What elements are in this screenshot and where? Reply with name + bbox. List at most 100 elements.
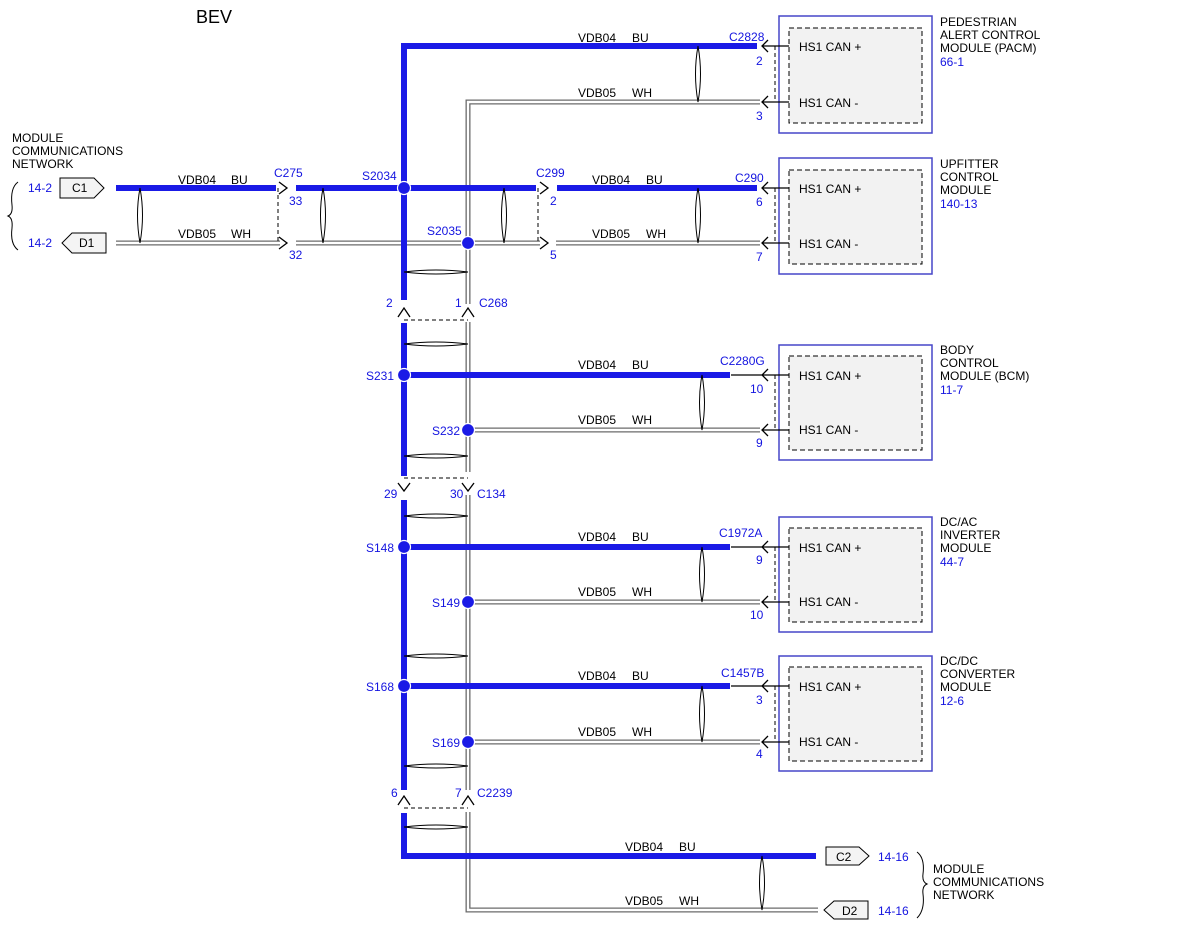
splice-s168 [396, 678, 412, 694]
svg-text:DC/DC: DC/DC [940, 654, 978, 668]
svg-text:3: 3 [756, 109, 763, 123]
bottom-d2-tag [823, 900, 869, 920]
svg-text:MODULE: MODULE [940, 541, 991, 555]
svg-text:HS1 CAN +: HS1 CAN + [799, 541, 861, 555]
svg-text:VDB04: VDB04 [625, 840, 663, 854]
svg-text:WH: WH [231, 227, 251, 241]
svg-text:CONTROL: CONTROL [940, 356, 999, 370]
svg-text:INVERTER: INVERTER [940, 528, 1001, 542]
svg-text:CONVERTER: CONVERTER [940, 667, 1015, 681]
bottom-d2-tag-label: D2 [842, 904, 858, 918]
svg-text:PEDESTRIAN: PEDESTRIAN [940, 15, 1017, 29]
svg-text:VDB05: VDB05 [578, 86, 616, 100]
svg-text:7: 7 [756, 250, 763, 264]
svg-text:C1457B: C1457B [721, 666, 764, 680]
svg-text:WH: WH [679, 894, 699, 908]
svg-text:UPFITTER: UPFITTER [940, 157, 999, 171]
svg-text:9: 9 [756, 436, 763, 450]
left-c1-tag [59, 177, 105, 199]
connector-labels: C275 33 32 C299 2 5 2 1 C268 29 30 C134 … [274, 166, 565, 800]
svg-text:C299: C299 [536, 166, 565, 180]
splice-label-s2034: S2034 [362, 169, 397, 183]
splice-s149 [460, 594, 476, 610]
svg-text:C2280G: C2280G [720, 354, 765, 368]
module-dcac: HS1 CAN + HS1 CAN - C1972A 9 10 DC/AC IN… [719, 515, 1001, 633]
svg-text:3: 3 [756, 693, 763, 707]
svg-text:C1972A: C1972A [719, 526, 762, 540]
bottom-network-label-2: COMMUNICATIONS [933, 875, 1044, 889]
left-network-label-2: COMMUNICATIONS [12, 144, 123, 158]
splice-s2035 [460, 235, 476, 251]
svg-text:66-1: 66-1 [940, 55, 964, 69]
left-c1-ref: 14-2 [28, 181, 52, 195]
splice-label-s2035: S2035 [427, 224, 462, 238]
bottom-c2-tag-label: C2 [836, 850, 852, 864]
splice-s231 [396, 367, 412, 383]
splice-s2034 [396, 180, 412, 196]
splice-label-s148: S148 [366, 541, 394, 555]
svg-text:VDB05: VDB05 [578, 585, 616, 599]
svg-text:2: 2 [756, 54, 763, 68]
svg-text:C290: C290 [735, 171, 764, 185]
svg-text:4: 4 [756, 747, 763, 761]
svg-text:32: 32 [289, 248, 303, 262]
left-network-label-3: NETWORK [12, 157, 73, 171]
svg-text:WH: WH [646, 227, 666, 241]
svg-text:C2239: C2239 [477, 786, 513, 800]
svg-text:9: 9 [756, 553, 763, 567]
svg-text:ALERT CONTROL: ALERT CONTROL [940, 28, 1041, 42]
svg-text:VDB05: VDB05 [578, 413, 616, 427]
inline-connectors [277, 181, 550, 809]
svg-text:VDB04: VDB04 [178, 173, 216, 187]
svg-text:2: 2 [386, 296, 393, 310]
bottom-c2-tag [825, 846, 870, 866]
splice-s232 [460, 422, 476, 438]
left-c1-tag-label: C1 [72, 181, 88, 195]
svg-text:WH: WH [632, 413, 652, 427]
svg-text:BU: BU [632, 358, 649, 372]
splice-label-s231: S231 [366, 369, 394, 383]
splice-label-s169: S169 [432, 736, 460, 750]
svg-text:12-6: 12-6 [940, 694, 964, 708]
svg-text:HS1 CAN -: HS1 CAN - [799, 735, 858, 749]
svg-text:44-7: 44-7 [940, 555, 964, 569]
svg-text:BODY: BODY [940, 343, 974, 357]
left-d1-ref: 14-2 [28, 236, 52, 250]
svg-text:33: 33 [289, 194, 303, 208]
svg-text:MODULE (PACM): MODULE (PACM) [940, 41, 1036, 55]
svg-text:7: 7 [455, 786, 462, 800]
svg-text:C2828: C2828 [729, 30, 765, 44]
svg-text:VDB04: VDB04 [578, 530, 616, 544]
svg-text:WH: WH [632, 86, 652, 100]
svg-text:HS1 CAN -: HS1 CAN - [799, 423, 858, 437]
bottom-c2-ref: 14-16 [878, 850, 909, 864]
svg-text:VDB05: VDB05 [592, 227, 630, 241]
bottom-d2-ref: 14-16 [878, 904, 909, 918]
wh-wires [116, 99, 818, 913]
splice-s148 [396, 539, 412, 555]
svg-text:BU: BU [646, 173, 663, 187]
svg-text:VDB04: VDB04 [578, 31, 616, 45]
svg-text:HS1 CAN -: HS1 CAN - [799, 595, 858, 609]
svg-text:VDB05: VDB05 [625, 894, 663, 908]
svg-text:BU: BU [632, 669, 649, 683]
svg-text:30: 30 [450, 487, 464, 501]
splice-label-s168: S168 [366, 680, 394, 694]
bottom-network: C2 D2 14-16 14-16 MODULE COMMUNICATIONS … [823, 846, 1044, 920]
svg-text:WH: WH [632, 585, 652, 599]
svg-text:2: 2 [550, 194, 557, 208]
left-network-label-1: MODULE [12, 131, 63, 145]
splice-s169 [460, 734, 476, 750]
svg-text:29: 29 [384, 487, 398, 501]
svg-text:11-7: 11-7 [940, 383, 963, 397]
svg-text:VDB04: VDB04 [578, 358, 616, 372]
bottom-network-label-3: NETWORK [933, 888, 994, 902]
svg-text:MODULE: MODULE [940, 183, 991, 197]
bu-wires [116, 43, 816, 859]
svg-text:VDB04: VDB04 [578, 669, 616, 683]
module-dcdc: HS1 CAN + HS1 CAN - C1457B 3 4 DC/DC CON… [721, 654, 1015, 772]
svg-text:MODULE (BCM): MODULE (BCM) [940, 369, 1029, 383]
svg-text:BU: BU [231, 173, 248, 187]
left-d1-tag-label: D1 [79, 236, 95, 250]
